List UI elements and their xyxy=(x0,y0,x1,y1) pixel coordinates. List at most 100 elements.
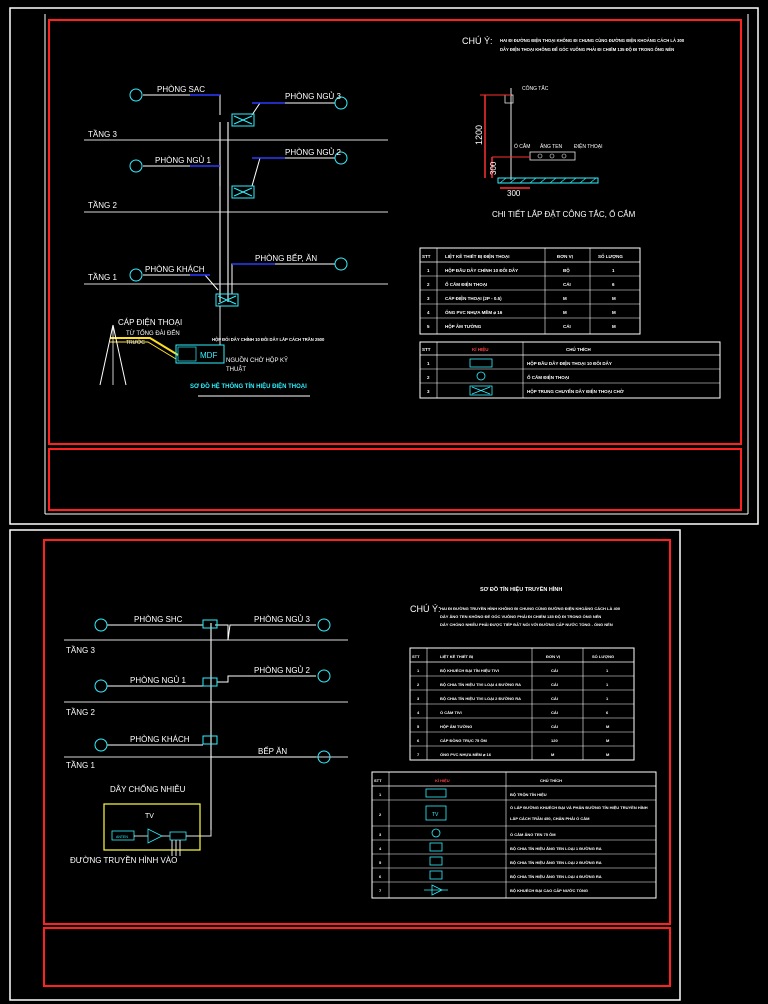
table-cell: CÁI xyxy=(563,281,571,287)
table-cell: HỘP ĐẦU DÂY ĐIỆN THOẠI 10 ĐÔI DÂY xyxy=(527,359,612,366)
detail-switch-label: CÔNG TẮC xyxy=(522,84,549,92)
table-cell: 5 xyxy=(417,724,420,729)
phone-outlet-symbol-icon xyxy=(476,371,486,381)
phone-note-label: CHÚ Ý: xyxy=(462,36,493,46)
tv-note-line-3: DÂY CHỐNG NHIỄU PHẢI ĐƯỢC TIẾP ĐẤT NỐI V… xyxy=(440,622,613,627)
phone-room-ngu3: PHÒNG NGỦ 3 xyxy=(285,92,342,101)
table-cell: HỘP ÂM TƯỜNG xyxy=(445,322,482,329)
table-cell: M xyxy=(551,752,555,757)
table-cell: CÁI xyxy=(551,696,558,701)
tv-note-line-1: HAI ĐI ĐƯỜNG TRUYỀN HÌNH KHÔNG ĐI CHUNG … xyxy=(440,606,621,611)
amplifier-panel xyxy=(103,803,201,851)
shield-wire-label: DÂY CHỐNG NHIỄU xyxy=(110,784,186,794)
table-cell: 6 xyxy=(417,738,420,743)
table-cell: BỘ CHIA TÍN HIỆU TIVI LOẠI 4 ĐƯỜNG RA xyxy=(440,682,521,687)
table-cell: BỘ CHIA TÍN HIỆU TIVI LOẠI 2 ĐƯỜNG RA xyxy=(440,696,521,701)
phone-equipment-table: STT LIỆT KÊ THIẾT BỊ ĐIỆN THOẠI ĐƠN VỊ S… xyxy=(419,247,641,335)
table-cell: CÁP ĐIỆN THOẠI (2P - 0.5) xyxy=(445,294,502,301)
tv-floor-label-1: TẦNG 1 xyxy=(66,760,95,770)
table-cell: 120 xyxy=(551,738,558,743)
mixer-symbol-icon xyxy=(425,788,447,798)
t1-header-name: LIỆT KÊ THIẾT BỊ ĐIỆN THOẠI xyxy=(445,252,510,259)
table-cell: 2 xyxy=(379,812,382,817)
table-cell: ỐNG PVC NHỰA MỀM ⌀ 16 xyxy=(445,309,503,315)
table-cell: Ổ LẮP ĐƯỜNG KHUẾCH ĐẠI VÀ PHÂN ĐƯỜNG TÍN… xyxy=(510,805,648,810)
tv-t2-header-desc: CHÚ THÍCH xyxy=(540,778,562,783)
table-cell: 7 xyxy=(417,752,420,757)
tv-sheet-border xyxy=(43,539,671,925)
phone-floor-label-2: TẦNG 2 xyxy=(88,200,117,210)
phone-junction-box-1 xyxy=(215,293,239,307)
table-cell: BỘ CHIA TÍN HIỆU ĂNG TEN LOẠI 4 ĐƯỜNG RA xyxy=(510,874,602,879)
mdf-note: HỘP ĐỐI DÂY CHÍNH 10 ĐÔI DÂY LẮP CÁCH TR… xyxy=(212,337,325,342)
incoming-tv-label: ĐƯỜNG TRUYỀN HÌNH VÀO xyxy=(70,855,177,865)
table-cell: CÁI xyxy=(551,710,558,715)
table-cell: BỘ CHIA TÍN HIỆU ĂNG TEN LOẠI 2 ĐƯỜNG RA xyxy=(510,860,602,865)
tv-splitter-2 xyxy=(202,677,218,687)
table-cell: 3 xyxy=(427,296,430,301)
tv-t1-header-qty: SỐ LƯỢNG xyxy=(592,654,614,659)
table-cell: M xyxy=(612,310,616,315)
table-cell: 4 xyxy=(427,310,430,315)
tv-outlet-icon xyxy=(94,618,331,764)
table-cell: ỐNG PVC NHỰA MỀM ⌀ 16 xyxy=(440,752,492,757)
table-cell: M xyxy=(606,738,610,743)
table-cell: 1 xyxy=(427,361,430,366)
junction-symbol-icon xyxy=(469,385,493,396)
table-cell: BỘ KHUẾCH ĐẠI CAO CẤP NƯỚC TỔNG xyxy=(510,888,588,893)
tv-room-ngu3: PHÒNG NGỦ 3 xyxy=(254,615,311,624)
antenna-outlet-symbol-icon xyxy=(431,828,441,838)
phone-note-line-1: HAI ĐI ĐƯỜNG ĐIỆN THOẠI KHÔNG ĐI CHUNG C… xyxy=(500,38,685,43)
detail-caption: CHI TIẾT LẮP ĐẶT CÔNG TẮC, Ổ CẮM xyxy=(492,209,636,219)
table-cell: CÁI xyxy=(563,323,571,329)
table-cell: 1 xyxy=(606,696,609,701)
mounting-detail: CÔNG TẮC Ổ CẮM ĂNG TEN ĐIỆN THOẠI 1200 3… xyxy=(474,84,636,219)
table-cell: 5 xyxy=(427,324,430,329)
detail-dim-1200: 1200 xyxy=(474,125,484,145)
table-cell: 1 xyxy=(606,682,609,687)
amp-label: ANTEN xyxy=(116,835,128,839)
detail-dim-300-v: 300 xyxy=(489,161,498,175)
table-cell: 1 xyxy=(417,668,420,673)
tv-room-bep: BẾP ĂN xyxy=(258,746,287,756)
tv-mixer-box xyxy=(111,830,135,841)
tv-room-khach: PHÒNG KHÁCH xyxy=(130,735,190,744)
t2-header-symbol: KÍ HIỆU xyxy=(472,345,489,352)
table-cell: 1 xyxy=(379,792,382,797)
table-cell: Ổ CẮM ĐIỆN THOẠI xyxy=(445,280,487,287)
table-cell: CÁI xyxy=(551,668,558,673)
table-cell: Ổ CẮM ĐIỆN THOẠI xyxy=(527,373,569,380)
table-cell: HỘP ĐẦU DÂY CHÍNH 10 ĐÔI DÂY xyxy=(445,266,518,273)
splitter-2-symbol-icon xyxy=(429,856,443,866)
table-cell: 1 xyxy=(612,268,615,273)
tv-diagram-title: SƠ ĐỒ TÍN HIỆU TRUYỀN HÌNH xyxy=(480,585,562,593)
phone-legend-table: STT KÍ HIỆU CHÚ THÍCH 1 HỘP ĐẦU DÂY ĐIỆN… xyxy=(419,341,721,399)
mdf-label: MDF xyxy=(200,351,217,360)
phone-sheet-outer-frame xyxy=(9,7,759,525)
tv-legend-table: STT KÍ HIỆU CHÚ THÍCH 1 BỘ TRỘN TÍN HIỆU… xyxy=(371,771,657,899)
table-cell: HỘP TRUNG CHUYỂN DÂY ĐIỆN THOẠI CHỜ xyxy=(527,387,624,394)
panel-tv-label: TV xyxy=(145,813,154,820)
tv-t1-header-stt: STT xyxy=(412,654,420,659)
mdf-symbol-icon xyxy=(469,358,493,368)
phone-sheet-title-block xyxy=(48,448,742,511)
t2-header-desc: CHÚ THÍCH xyxy=(566,345,591,352)
phone-room-bep: PHÒNG BẾP, ĂN xyxy=(255,253,317,263)
amplifier-triangle-icon xyxy=(147,828,163,844)
phone-diagram-title: SƠ ĐỒ HỆ THỐNG TÍN HIỆU ĐIỆN THOẠI xyxy=(190,382,307,390)
table-cell: 2 xyxy=(427,375,430,380)
t2-header-stt: STT xyxy=(422,347,431,352)
table-cell: CÁI xyxy=(551,724,558,729)
table-cell: M xyxy=(563,296,567,301)
svg-text:TV: TV xyxy=(432,812,439,818)
table-cell: 3 xyxy=(417,696,420,701)
phone-junction-box-3 xyxy=(231,113,255,127)
phone-room-ngu2: PHÒNG NGỦ 2 xyxy=(285,148,342,157)
splitter-4-symbol-icon xyxy=(429,870,443,880)
tv-t2-header-stt: STT xyxy=(374,778,382,783)
table-cell: BỘ xyxy=(563,266,570,273)
phone-room-ngu1: PHÒNG NGỦ 1 xyxy=(155,156,212,165)
table-cell: CÁI xyxy=(551,682,558,687)
detail-dim-300-h: 300 xyxy=(507,189,521,198)
power-wait-label: NGUỒN CHỜ HỘP KỸ xyxy=(226,357,288,364)
